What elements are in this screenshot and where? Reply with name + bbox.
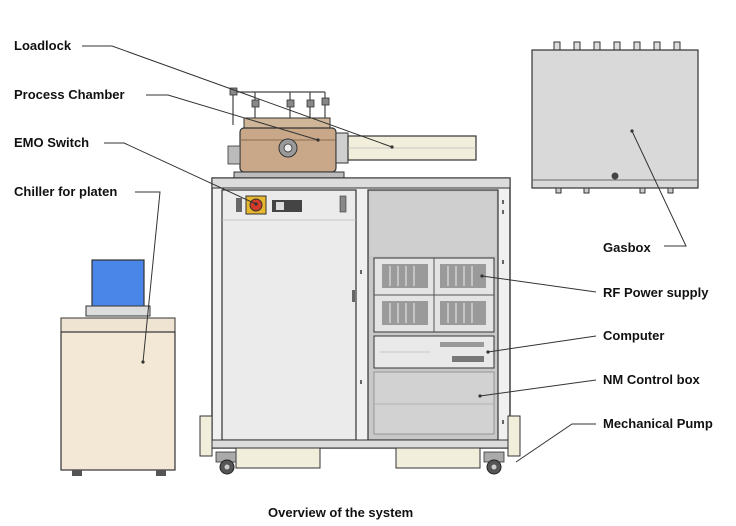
chiller [60,259,176,476]
process-chamber [227,87,345,179]
label-emo-switch: EMO Switch [14,135,90,150]
label-computer: Computer [603,328,665,343]
leader-lines [82,45,687,463]
label-loadlock: Loadlock [14,38,72,53]
figure-caption: Overview of the system [268,505,414,520]
label-mechanical-pump: Mechanical Pump [603,416,713,431]
label-chiller: Chiller for platen [14,184,118,199]
main-cabinet [211,177,511,449]
label-nm-control-box: NM Control box [603,372,700,387]
loadlock [335,132,477,164]
base-and-casters [199,415,521,475]
label-gasbox: Gasbox [603,240,651,255]
gasbox [531,41,699,194]
label-process-chamber: Process Chamber [14,87,125,102]
label-rf-power-supply: RF Power supply [603,285,709,300]
leader-dots [254,138,490,398]
